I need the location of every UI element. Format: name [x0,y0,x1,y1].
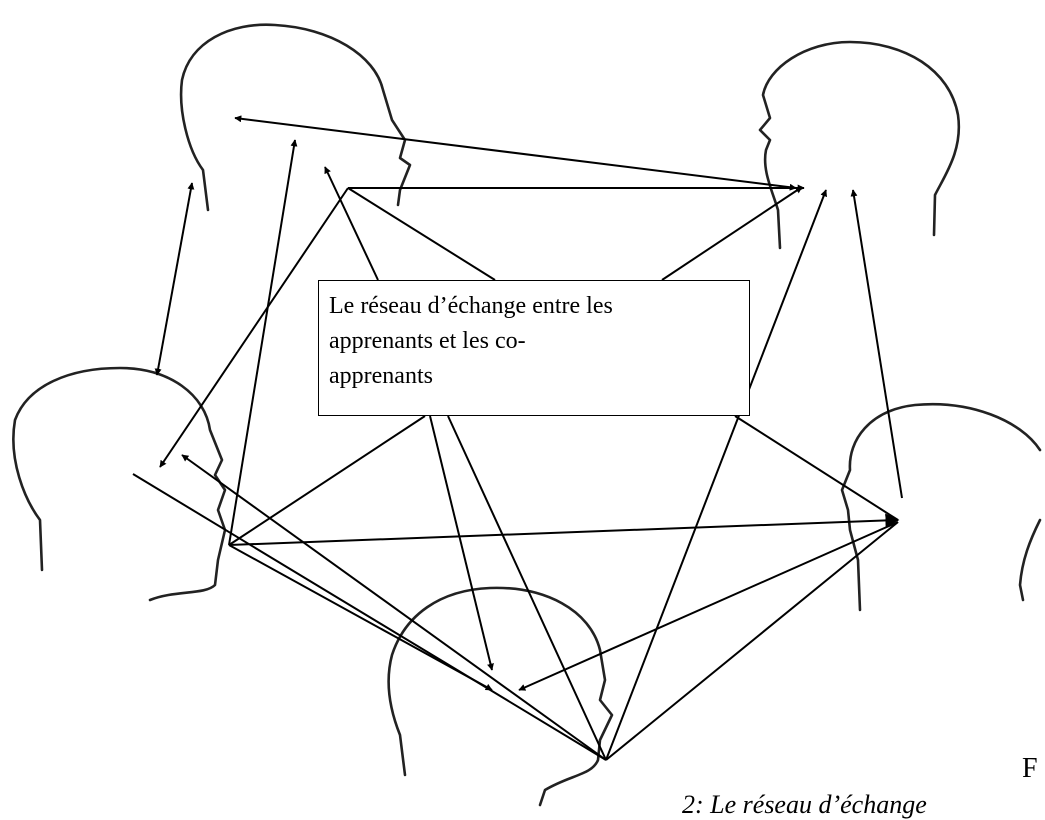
edge-label-to-top-left [324,166,379,281]
edge-bottom-hub-to-middle-right [605,521,899,761]
edge-top-left-to-middle-left [154,182,195,376]
edge-middle-right-to-top-right [850,189,903,499]
edge-label-to-bottom [429,415,494,671]
edge-top-left-to-top-right [234,115,797,191]
head-bottom-center [387,586,614,807]
edge-label-to-top-right [661,186,803,281]
edge-middle-left-to-top-left [228,139,298,546]
edge-bottom-hub-to-middle-left [181,454,607,761]
center-label-line-3: apprenants [329,363,433,389]
edge-middle-left-to-label [228,415,426,546]
center-label-line-1: Le réseau d’échange entre les [329,293,613,319]
head-top-left [179,23,412,212]
edge-middle-right-to-bottom [518,521,899,691]
edge-label-to-bottom-hub [447,415,607,761]
edge-middle-left-to-middle-right [228,513,900,546]
head-middle-right [840,402,1042,612]
center-label-line-2: apprenants et les co- [329,328,526,354]
center-label-box: Le réseau d’échange entre les apprenants… [318,280,750,416]
edge-outer-left-to-bottom-hub [132,473,607,761]
edge-hub-top-to-label [347,187,496,281]
head-top-right [758,40,961,250]
figure-caption: 2: Le réseau d’échange [682,790,927,819]
edge-bottom-hub-to-top-right [605,189,827,761]
edge-middle-left-to-bottom [228,544,493,691]
head-middle-left [12,366,227,602]
edge-label-to-middle-right [734,415,899,521]
edge-hub-top-to-middle-left [159,187,349,468]
figure-letter: F [1022,753,1038,784]
